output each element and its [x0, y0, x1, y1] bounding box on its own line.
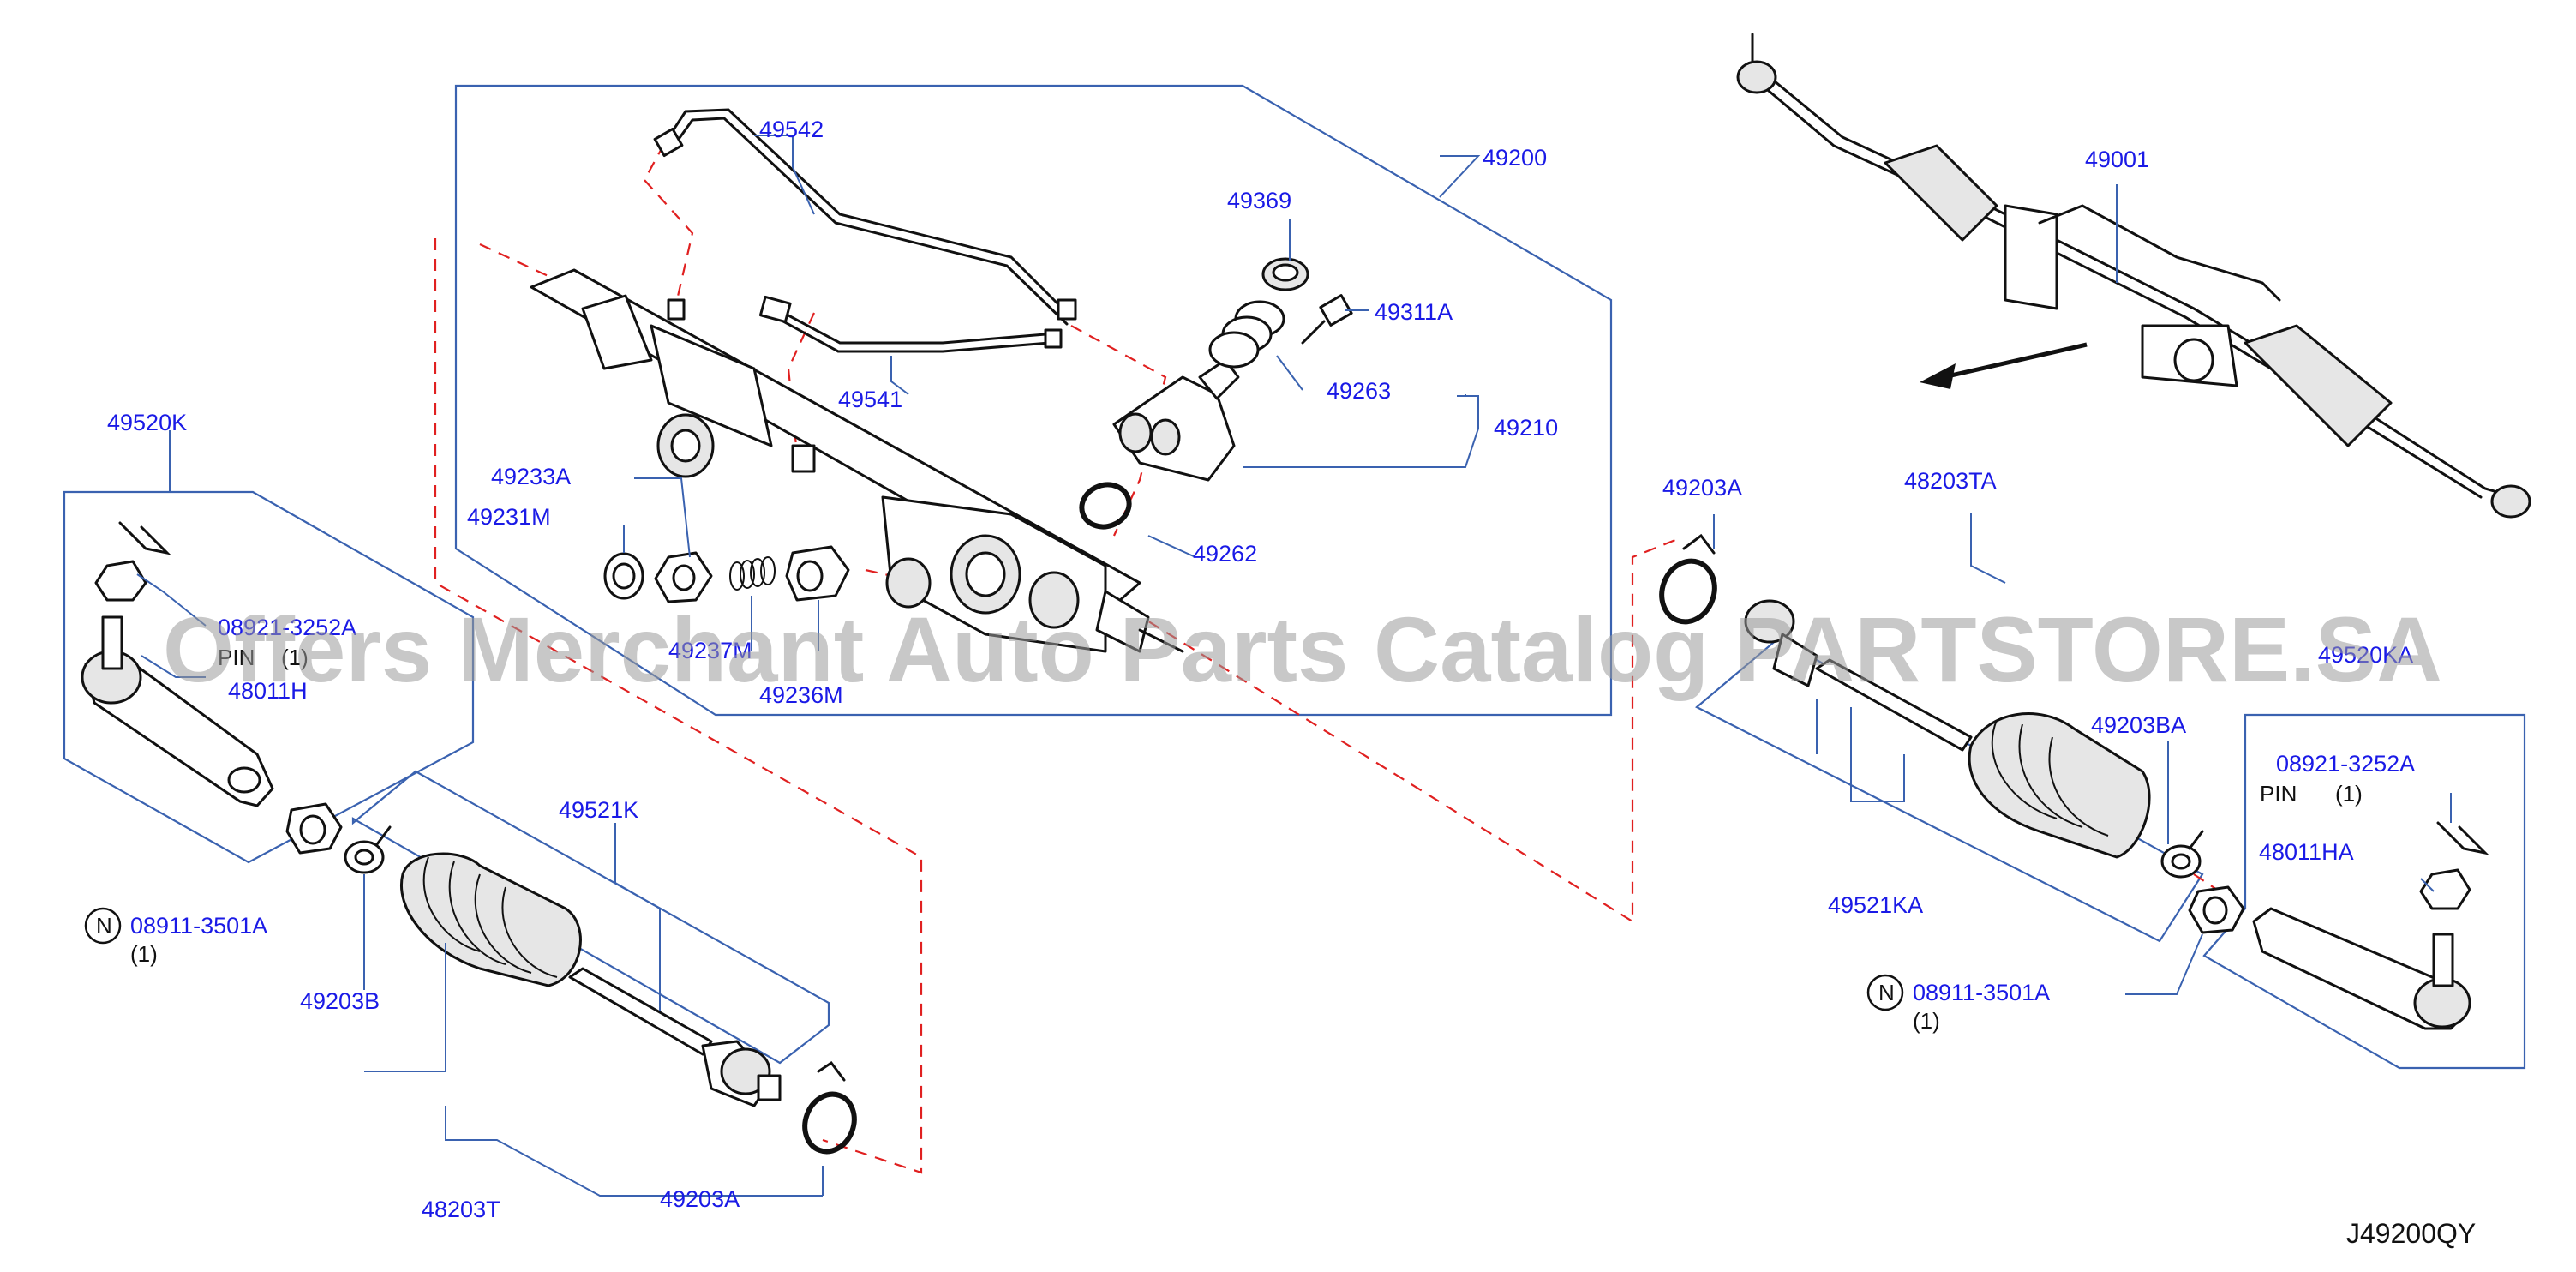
label-49263: 49263	[1327, 378, 1391, 404]
label-nut-qty-left: (1)	[130, 941, 158, 967]
label-49521KA: 49521KA	[1828, 892, 1923, 918]
seal-49369	[1261, 257, 1309, 291]
label-49233A: 49233A	[491, 464, 571, 489]
label-49203B: 49203B	[300, 988, 380, 1014]
pipe-49541	[758, 295, 1063, 353]
label-49203BA: 49203BA	[2091, 712, 2186, 738]
steering-gear-housing	[530, 268, 1184, 653]
clamp-49203A-left	[802, 1060, 857, 1155]
label-pin-qty-right: (1)	[2335, 781, 2363, 807]
n-symbol-right: N	[1878, 980, 1895, 1005]
n-circle-icon: N	[1866, 974, 1904, 1011]
frame-inner-socket-left	[351, 770, 830, 1065]
lock-nut-49233A	[654, 551, 713, 603]
bushing-49263	[1208, 300, 1285, 369]
label-49210: 49210	[1494, 415, 1558, 441]
tie-rod-end-right	[2252, 907, 2471, 1030]
label-49231M: 49231M	[467, 504, 551, 530]
spring-49237M	[729, 556, 776, 591]
inner-socket-left	[568, 967, 782, 1107]
label-48203TA: 48203TA	[1904, 468, 1997, 494]
label-08911-3501A-left: 08911-3501A	[130, 913, 267, 939]
o-ring-49262	[1079, 482, 1132, 530]
nut-right	[2419, 868, 2471, 910]
plug-49231M	[603, 552, 644, 600]
label-48011H: 48011H	[228, 678, 308, 704]
clamp-49203A-right	[1659, 533, 1717, 625]
assembly-overview-49001	[1736, 33, 2531, 519]
label-49541: 49541	[838, 387, 902, 412]
boot-right	[1968, 712, 2151, 859]
label-pin-qty-left: (1)	[281, 645, 309, 670]
label-48203T: 48203T	[422, 1197, 500, 1222]
cotter-pin-left	[118, 521, 171, 555]
label-08921-3252A-right: 08921-3252A	[2276, 751, 2415, 777]
cotter-pin-right	[2436, 821, 2489, 855]
label-49311A: 49311A	[1375, 299, 1453, 325]
pipe-49542	[653, 108, 1077, 326]
label-49521K: 49521K	[559, 797, 638, 823]
tie-rod-end-left	[81, 615, 274, 807]
label-49236M: 49236M	[759, 682, 843, 708]
label-49520KA: 49520KA	[2318, 642, 2413, 668]
n-symbol-left: N	[96, 913, 112, 939]
frame-gear-assembly	[454, 84, 1613, 717]
label-08911-3501A-right: 08911-3501A	[1913, 980, 2050, 1005]
label-49520K: 49520K	[107, 410, 187, 435]
frame-tie-rod-end-left	[63, 490, 475, 864]
bolt-49311A	[1301, 294, 1353, 345]
drawing-code: J49200QY	[2346, 1218, 2476, 1249]
label-08921-3252A-left: 08921-3252A	[218, 615, 356, 640]
label-49369: 49369	[1227, 188, 1291, 213]
alignment-line-left	[434, 238, 923, 1174]
label-48011HA: 48011HA	[2259, 839, 2354, 865]
alignment-line-pipe	[643, 143, 694, 301]
boot-left	[400, 852, 582, 987]
frame-inner-socket-right	[1695, 637, 2204, 943]
n-circle-icon: N	[84, 907, 122, 945]
clamp-49203BA	[2160, 830, 2204, 879]
watermark-text: Offers Merchant Auto Parts Catalog PARTS…	[163, 597, 2442, 701]
label-49237M: 49237M	[668, 638, 752, 663]
nut-left	[94, 560, 147, 602]
inner-socket-right	[1744, 599, 1973, 752]
retainer-49236M	[785, 545, 850, 602]
alignment-line-right	[1113, 538, 1676, 923]
label-pin-left: PIN	[218, 645, 255, 670]
label-49203A-bottom: 49203A	[660, 1186, 740, 1212]
leader-lines	[136, 135, 2452, 1197]
lock-nut-left	[285, 802, 343, 855]
label-49262: 49262	[1193, 541, 1257, 567]
label-pin-right: PIN	[2260, 781, 2297, 807]
control-valve-49210	[1112, 358, 1240, 482]
direction-arrow-icon	[1920, 342, 2088, 389]
label-49203A-right: 49203A	[1662, 475, 1742, 501]
lock-nut-right	[2188, 885, 2245, 934]
label-nut-qty-right: (1)	[1913, 1008, 1940, 1034]
label-49200: 49200	[1483, 145, 1547, 171]
label-49542: 49542	[759, 117, 824, 142]
label-49001: 49001	[2085, 147, 2149, 172]
clamp-49203B	[344, 825, 392, 874]
